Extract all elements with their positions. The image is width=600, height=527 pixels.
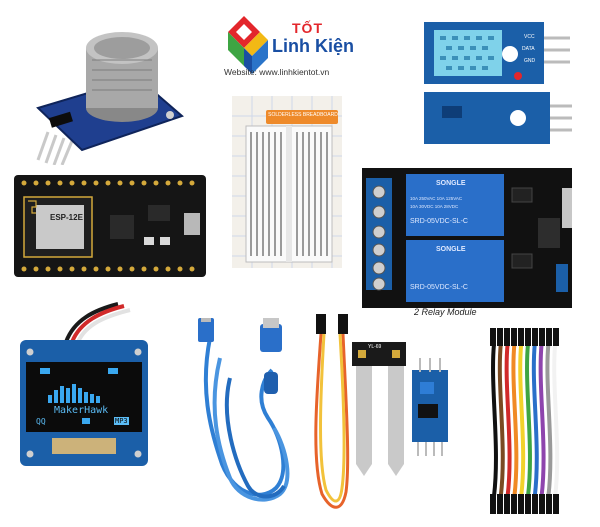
esp-chip-label: ESP-12E <box>50 213 83 222</box>
relay-model-2: SRD-05VDC-SL-C <box>410 284 468 291</box>
brand-name: Linh Kiện <box>272 36 354 56</box>
soil-moisture-module: YL-69 <box>312 312 454 512</box>
logo-cube-icon <box>228 16 268 74</box>
jumper-wires-bundle <box>484 326 570 516</box>
gas-sensor-module <box>30 20 190 165</box>
oled-qq-text: QQ <box>36 417 46 426</box>
relay-module: SONGLE 10A 250VAC 10A 125VAC 10A 30VDC 1… <box>362 168 572 318</box>
brand-logo: TỐT Linh Kiện Website: www.linhkientot.v… <box>222 10 372 80</box>
soil-probe-label: YL-69 <box>368 344 382 350</box>
brand-top-word: TỐT <box>292 20 323 36</box>
relay-rating-2: 10A 30VDC 10A 28VDC <box>410 204 459 209</box>
dht-sensor-module: VCC DATA GND <box>422 20 572 150</box>
relay-brand-2: SONGLE <box>436 246 466 253</box>
oled-screen-text: MakerHawk <box>54 405 109 416</box>
breadboard-label: SOLDERLESS BREADBOARD <box>268 112 338 118</box>
relay-module-label: 2 Relay Module <box>414 307 477 317</box>
oled-mp3-text: MP3 <box>114 417 129 425</box>
relay-model-1: SRD-05VDC-SL-C <box>410 218 468 225</box>
relay-brand-1: SONGLE <box>436 180 466 187</box>
dht-pin-data: DATA <box>522 46 535 52</box>
relay-rating-1: 10A 250VAC 10A 125VAC <box>410 196 463 201</box>
usb-cable <box>190 318 300 513</box>
dht-pin-gnd: GND <box>524 58 536 64</box>
oled-display-module: MakerHawk QQ MP3 <box>14 300 154 470</box>
dht-pin-vcc: VCC <box>524 34 535 40</box>
brand-website: Website: www.linhkientot.vn <box>224 67 330 77</box>
breadboard-module: SOLDERLESS BREADBOARD <box>232 96 342 268</box>
esp-board-module: ESP-12E <box>14 175 206 277</box>
